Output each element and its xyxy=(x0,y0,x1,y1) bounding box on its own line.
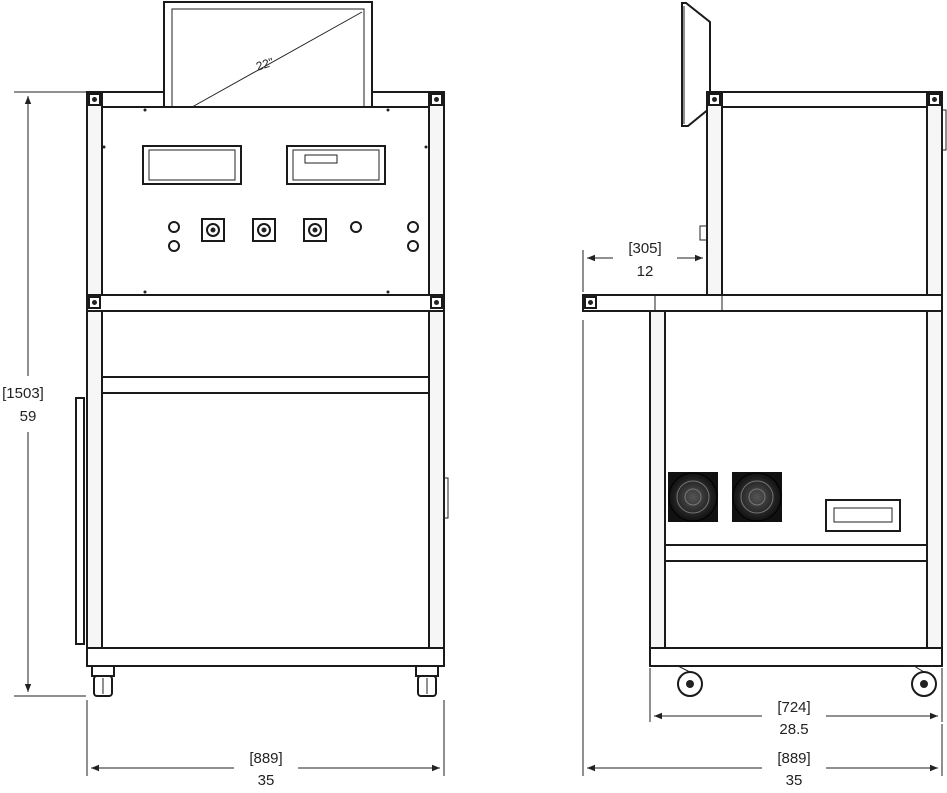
front-width-metric: [889] xyxy=(249,750,282,767)
front-casters xyxy=(91,665,439,697)
front-width-imperial: 35 xyxy=(258,772,275,789)
side-shelf xyxy=(582,294,943,312)
front-control-panel xyxy=(101,106,430,296)
front-height-dimension: [1503] 59 xyxy=(2,91,86,697)
side-view xyxy=(582,1,947,697)
side-shelf-dimension: [305] 12 xyxy=(582,240,708,292)
height-metric: [1503] xyxy=(2,385,44,402)
body-depth-metric: [724] xyxy=(777,699,810,716)
front-view: 22" xyxy=(75,1,449,697)
total-depth-metric: [889] xyxy=(777,750,810,767)
body-depth-imperial: 28.5 xyxy=(779,721,808,738)
front-drawer xyxy=(101,310,430,378)
shelf-imperial: 12 xyxy=(637,263,654,280)
side-handle xyxy=(825,499,901,532)
front-monitor: 22" xyxy=(163,1,373,127)
total-depth-imperial: 35 xyxy=(786,772,803,789)
front-left-post xyxy=(86,91,103,667)
front-cabinet-door xyxy=(101,392,430,649)
screen-size-label: 22" xyxy=(254,55,275,74)
front-right-post xyxy=(428,91,445,667)
side-monitor xyxy=(681,1,711,127)
side-body-depth-dimension: [724] 28.5 xyxy=(649,668,943,738)
front-corner-bolts xyxy=(88,93,443,309)
height-imperial: 59 xyxy=(20,408,37,425)
front-width-dimension: [889] 35 xyxy=(86,700,445,789)
front-display-cutout-left xyxy=(142,145,242,185)
front-display-cutout-right xyxy=(286,145,386,185)
side-casters xyxy=(668,665,937,697)
side-upper-panel xyxy=(721,106,928,296)
side-total-depth-dimension: [889] 35 xyxy=(582,320,943,789)
side-cooling-fans xyxy=(668,472,782,522)
front-connectors xyxy=(168,218,419,252)
shelf-metric: [305] xyxy=(628,240,661,257)
